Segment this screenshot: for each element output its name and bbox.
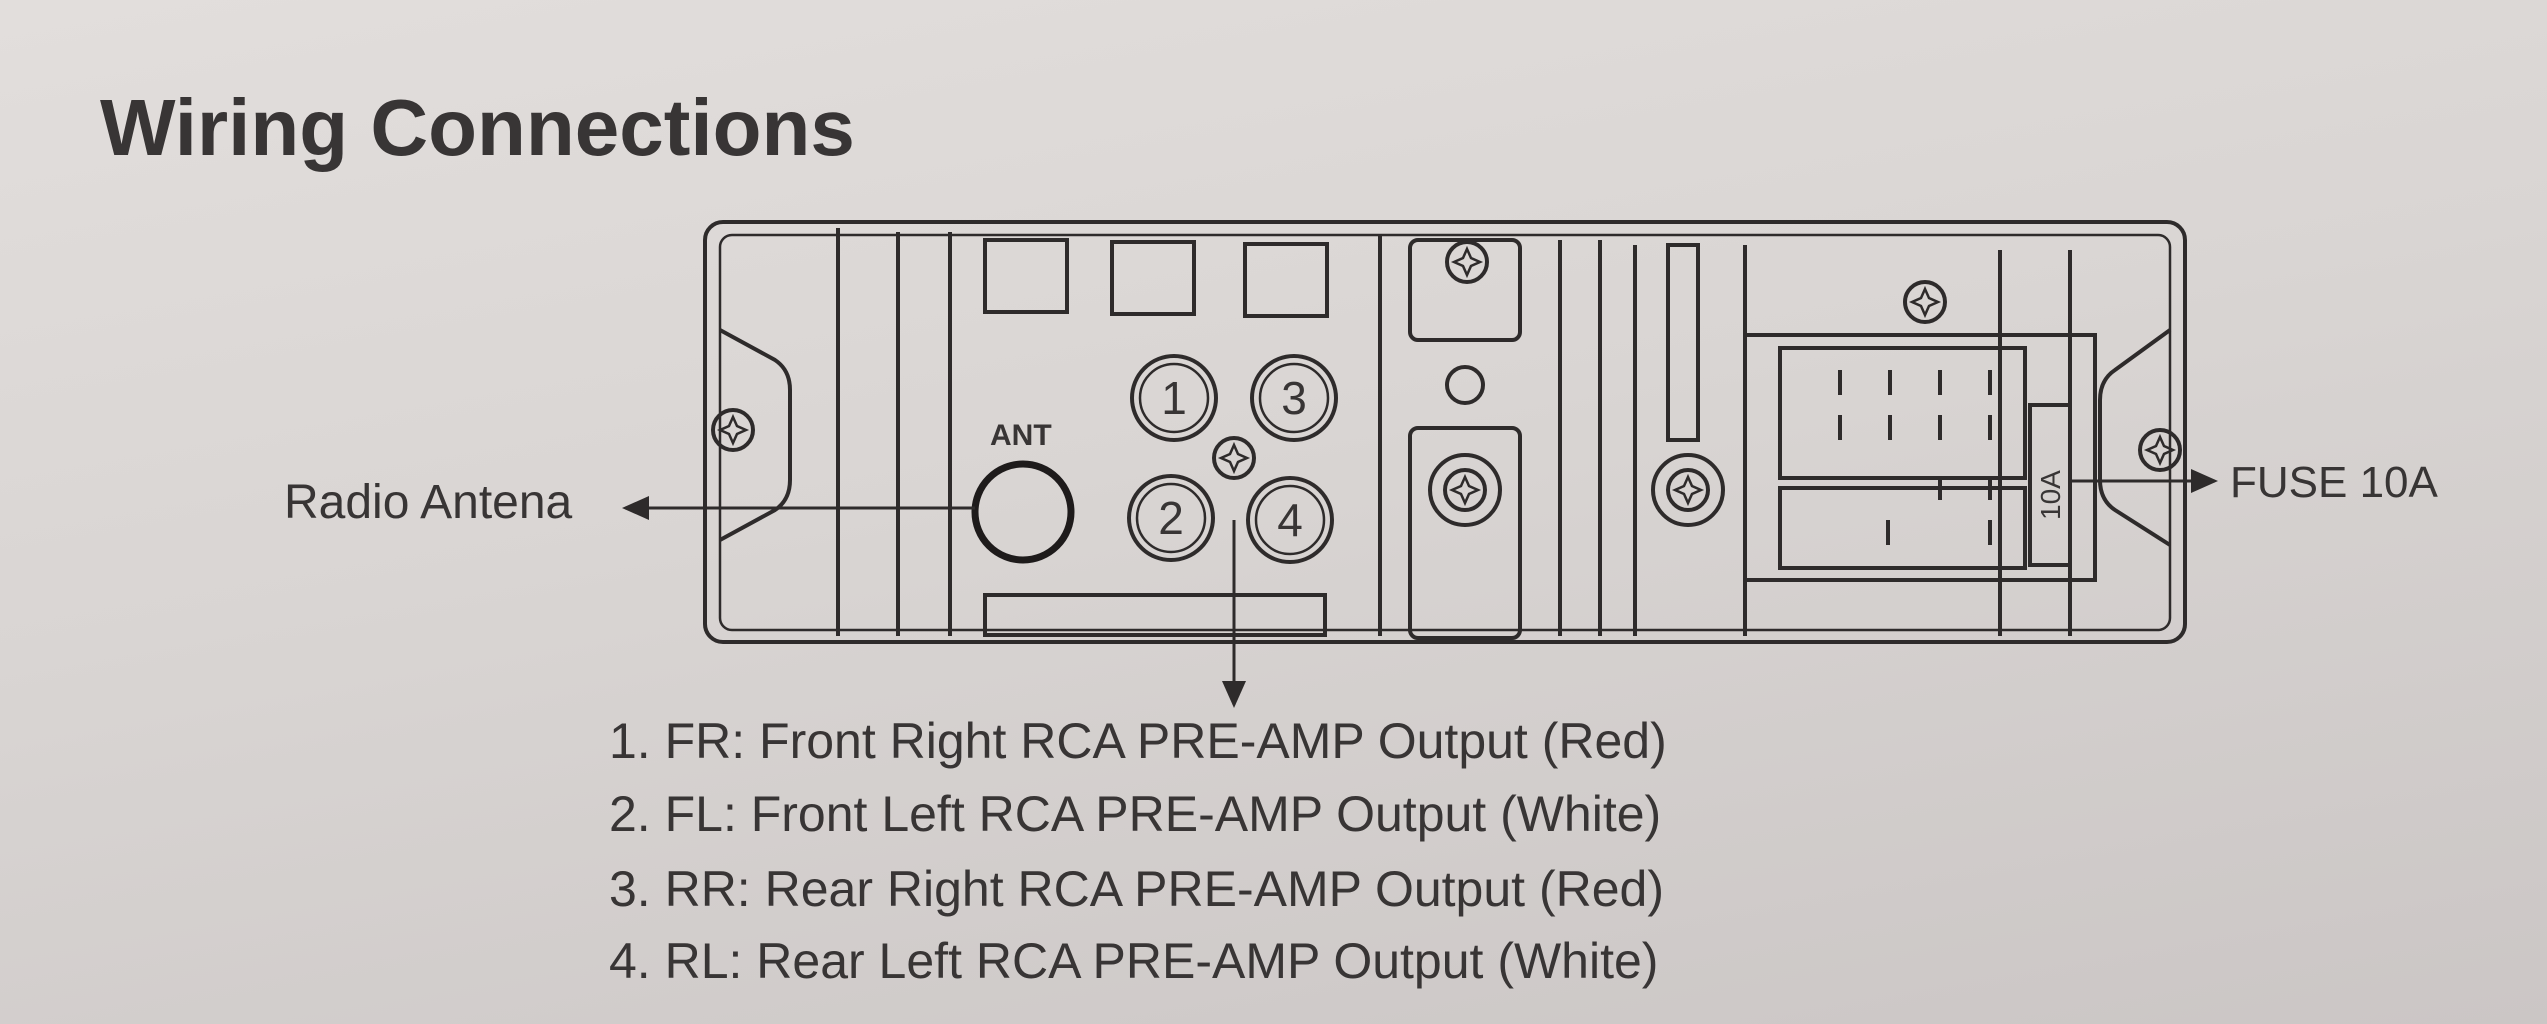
fuse-rating-marking: 10A xyxy=(2035,470,2066,520)
output-item-1: 1. FR: Front Right RCA PRE-AMP Output (R… xyxy=(609,713,1667,769)
rca-jack-1: 1 xyxy=(1130,354,1218,442)
svg-text:1: 1 xyxy=(1161,372,1187,424)
screw-icon xyxy=(1666,468,1710,512)
output-item-3: 3. RR: Rear Right RCA PRE-AMP Output (Re… xyxy=(609,861,1664,917)
rca-jack-3: 3 xyxy=(1250,354,1338,442)
screw-icon xyxy=(1903,280,1947,324)
antenna-port xyxy=(971,460,1075,564)
head-unit-rear-panel: 10A ANT 1 2 3 4 xyxy=(703,220,2187,644)
page-title: Wiring Connections xyxy=(100,83,855,172)
screw-icon xyxy=(711,408,755,452)
ant-port-label: ANT xyxy=(990,419,1052,452)
svg-text:3: 3 xyxy=(1281,372,1307,424)
output-item-2: 2. FL: Front Left RCA PRE-AMP Output (Wh… xyxy=(609,786,1661,842)
antenna-label: Radio Antena xyxy=(284,476,573,529)
fuse xyxy=(2028,403,2072,567)
screw-icon xyxy=(1445,240,1489,284)
output-item-4: 4. RL: Rear Left RCA PRE-AMP Output (Whi… xyxy=(609,933,1658,989)
fuse-label: FUSE 10A xyxy=(2230,458,2439,507)
output-list: 1. FR: Front Right RCA PRE-AMP Output (R… xyxy=(609,713,1667,989)
screw-icon xyxy=(1212,436,1256,480)
screw-icon xyxy=(1443,468,1487,512)
svg-text:2: 2 xyxy=(1158,492,1184,544)
rca-jack-2: 2 xyxy=(1127,474,1215,562)
rca-jack-4: 4 xyxy=(1246,476,1334,564)
screw-icon xyxy=(2138,428,2182,472)
svg-text:4: 4 xyxy=(1277,494,1303,546)
